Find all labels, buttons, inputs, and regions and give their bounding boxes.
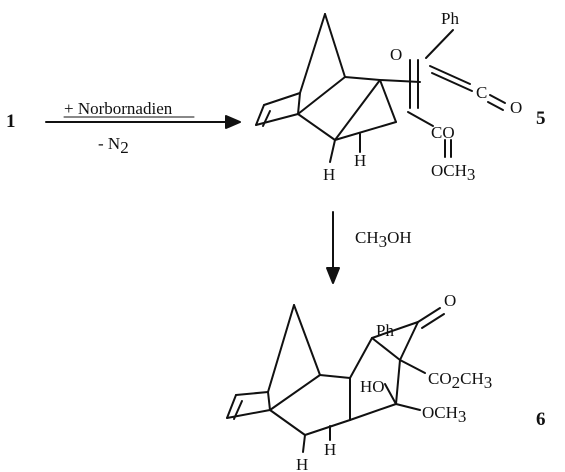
compound6-o-top: O [444,291,456,310]
reactant-label: 1 [6,111,16,132]
step1-reagent-bottom: - N2 [98,134,129,157]
compound6-h-bridge: H [324,440,336,459]
step2-arrow [326,211,340,284]
step2-reagent: CH3OH [355,228,412,251]
compound5-ketene [379,29,506,158]
compound6-skeleton [226,304,445,453]
compound6-number: 6 [536,409,546,430]
compound5-skeleton [255,13,397,163]
compound5-ester-co: CO [431,123,455,142]
step1-arrow [45,115,241,129]
compound5-h-bottom: H [323,165,335,184]
compound5-ketene-oxygen2: O [510,98,522,117]
step1-reagent-top: + Norbornadien [64,99,173,118]
compound6-h-bottom: H [296,455,308,472]
compound6-co2ch3-label: CO2CH3 [428,369,492,392]
compound6-ph-label: Ph [376,321,394,340]
compound5-ketene-oxygen: O [390,45,402,64]
compound5-ph-label: Ph [441,9,459,28]
compound6-och3-label: OCH3 [422,403,466,426]
compound5-ester-och3: OCH3 [431,161,475,184]
compound5-number: 5 [536,108,546,129]
compound6-ho-label: HO [360,377,385,396]
compound5-ketene-carbon: C [476,83,487,102]
compound5-h-bridge: H [354,151,366,170]
